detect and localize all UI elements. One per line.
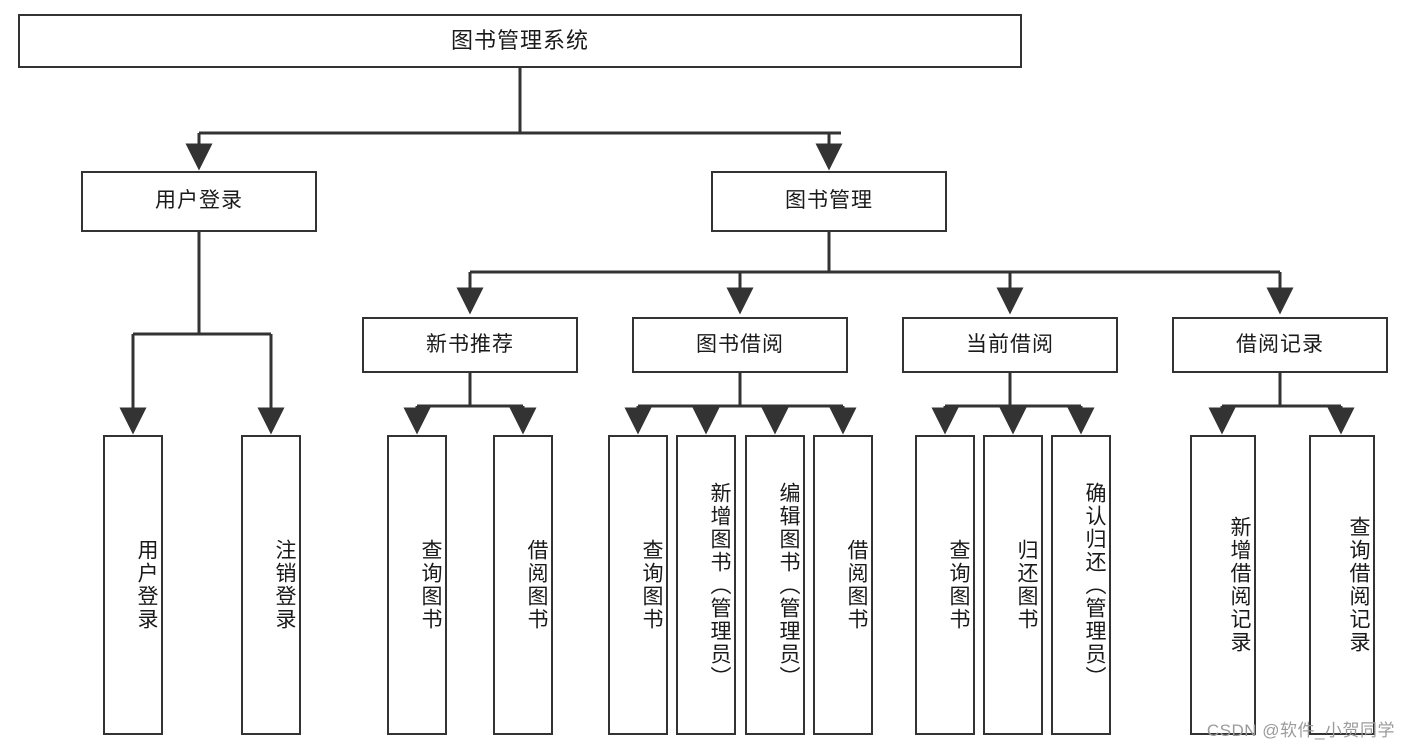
- node-current-borrow-label: 当前借阅: [966, 332, 1054, 356]
- leaf-return-book-label: 归还图书: [1015, 539, 1038, 631]
- node-book-borrow[interactable]: 图书借阅: [632, 317, 848, 373]
- leaf-confirm-return[interactable]: 确认归还（管理员）: [1051, 435, 1111, 735]
- leaf-query-book-3-label: 查询图书: [947, 539, 970, 631]
- leaf-query-book-2-label: 查询图书: [640, 539, 663, 631]
- leaf-add-record[interactable]: 新增借阅记录: [1190, 435, 1256, 735]
- leaf-borrow-book-1[interactable]: 借阅图书: [493, 435, 553, 735]
- leaf-query-book-2[interactable]: 查询图书: [608, 435, 668, 735]
- node-borrow-record-label: 借阅记录: [1236, 332, 1324, 356]
- leaf-edit-book[interactable]: 编辑图书（管理员）: [745, 435, 805, 735]
- leaf-user-login[interactable]: 用户登录: [103, 435, 163, 735]
- leaf-query-book-1[interactable]: 查询图书: [387, 435, 447, 735]
- leaf-borrow-book-1-label: 借阅图书: [525, 539, 548, 631]
- csdn-watermark: CSDN @软件_小贺同学: [1206, 721, 1395, 740]
- node-book-manage[interactable]: 图书管理: [711, 171, 947, 232]
- node-borrow-record[interactable]: 借阅记录: [1172, 317, 1388, 373]
- node-root-label: 图书管理系统: [450, 28, 589, 54]
- node-new-book-rec[interactable]: 新书推荐: [362, 317, 578, 373]
- leaf-add-book-label: 新增图书（管理员）: [708, 481, 731, 689]
- leaf-query-book-3[interactable]: 查询图书: [915, 435, 975, 735]
- node-root[interactable]: 图书管理系统: [18, 14, 1022, 68]
- leaf-logout-label: 注销登录: [273, 539, 296, 631]
- leaf-borrow-book-2[interactable]: 借阅图书: [813, 435, 873, 735]
- node-book-borrow-label: 图书借阅: [696, 332, 784, 356]
- leaf-logout[interactable]: 注销登录: [241, 435, 301, 735]
- leaf-user-login-label: 用户登录: [135, 539, 158, 631]
- leaf-add-record-label: 新增借阅记录: [1228, 516, 1251, 654]
- leaf-borrow-book-2-label: 借阅图书: [845, 539, 868, 631]
- leaf-edit-book-label: 编辑图书（管理员）: [777, 481, 800, 689]
- leaf-query-book-1-label: 查询图书: [419, 539, 442, 631]
- leaf-query-record[interactable]: 查询借阅记录: [1309, 435, 1375, 735]
- node-user-login[interactable]: 用户登录: [81, 171, 317, 232]
- node-book-manage-label: 图书管理: [785, 189, 873, 213]
- node-current-borrow[interactable]: 当前借阅: [902, 317, 1118, 373]
- node-new-book-rec-label: 新书推荐: [426, 332, 514, 356]
- leaf-return-book[interactable]: 归还图书: [983, 435, 1043, 735]
- leaf-confirm-return-label: 确认归还（管理员）: [1083, 481, 1106, 689]
- node-user-login-label: 用户登录: [155, 189, 243, 213]
- leaf-add-book[interactable]: 新增图书（管理员）: [676, 435, 736, 735]
- leaf-query-record-label: 查询借阅记录: [1347, 516, 1370, 654]
